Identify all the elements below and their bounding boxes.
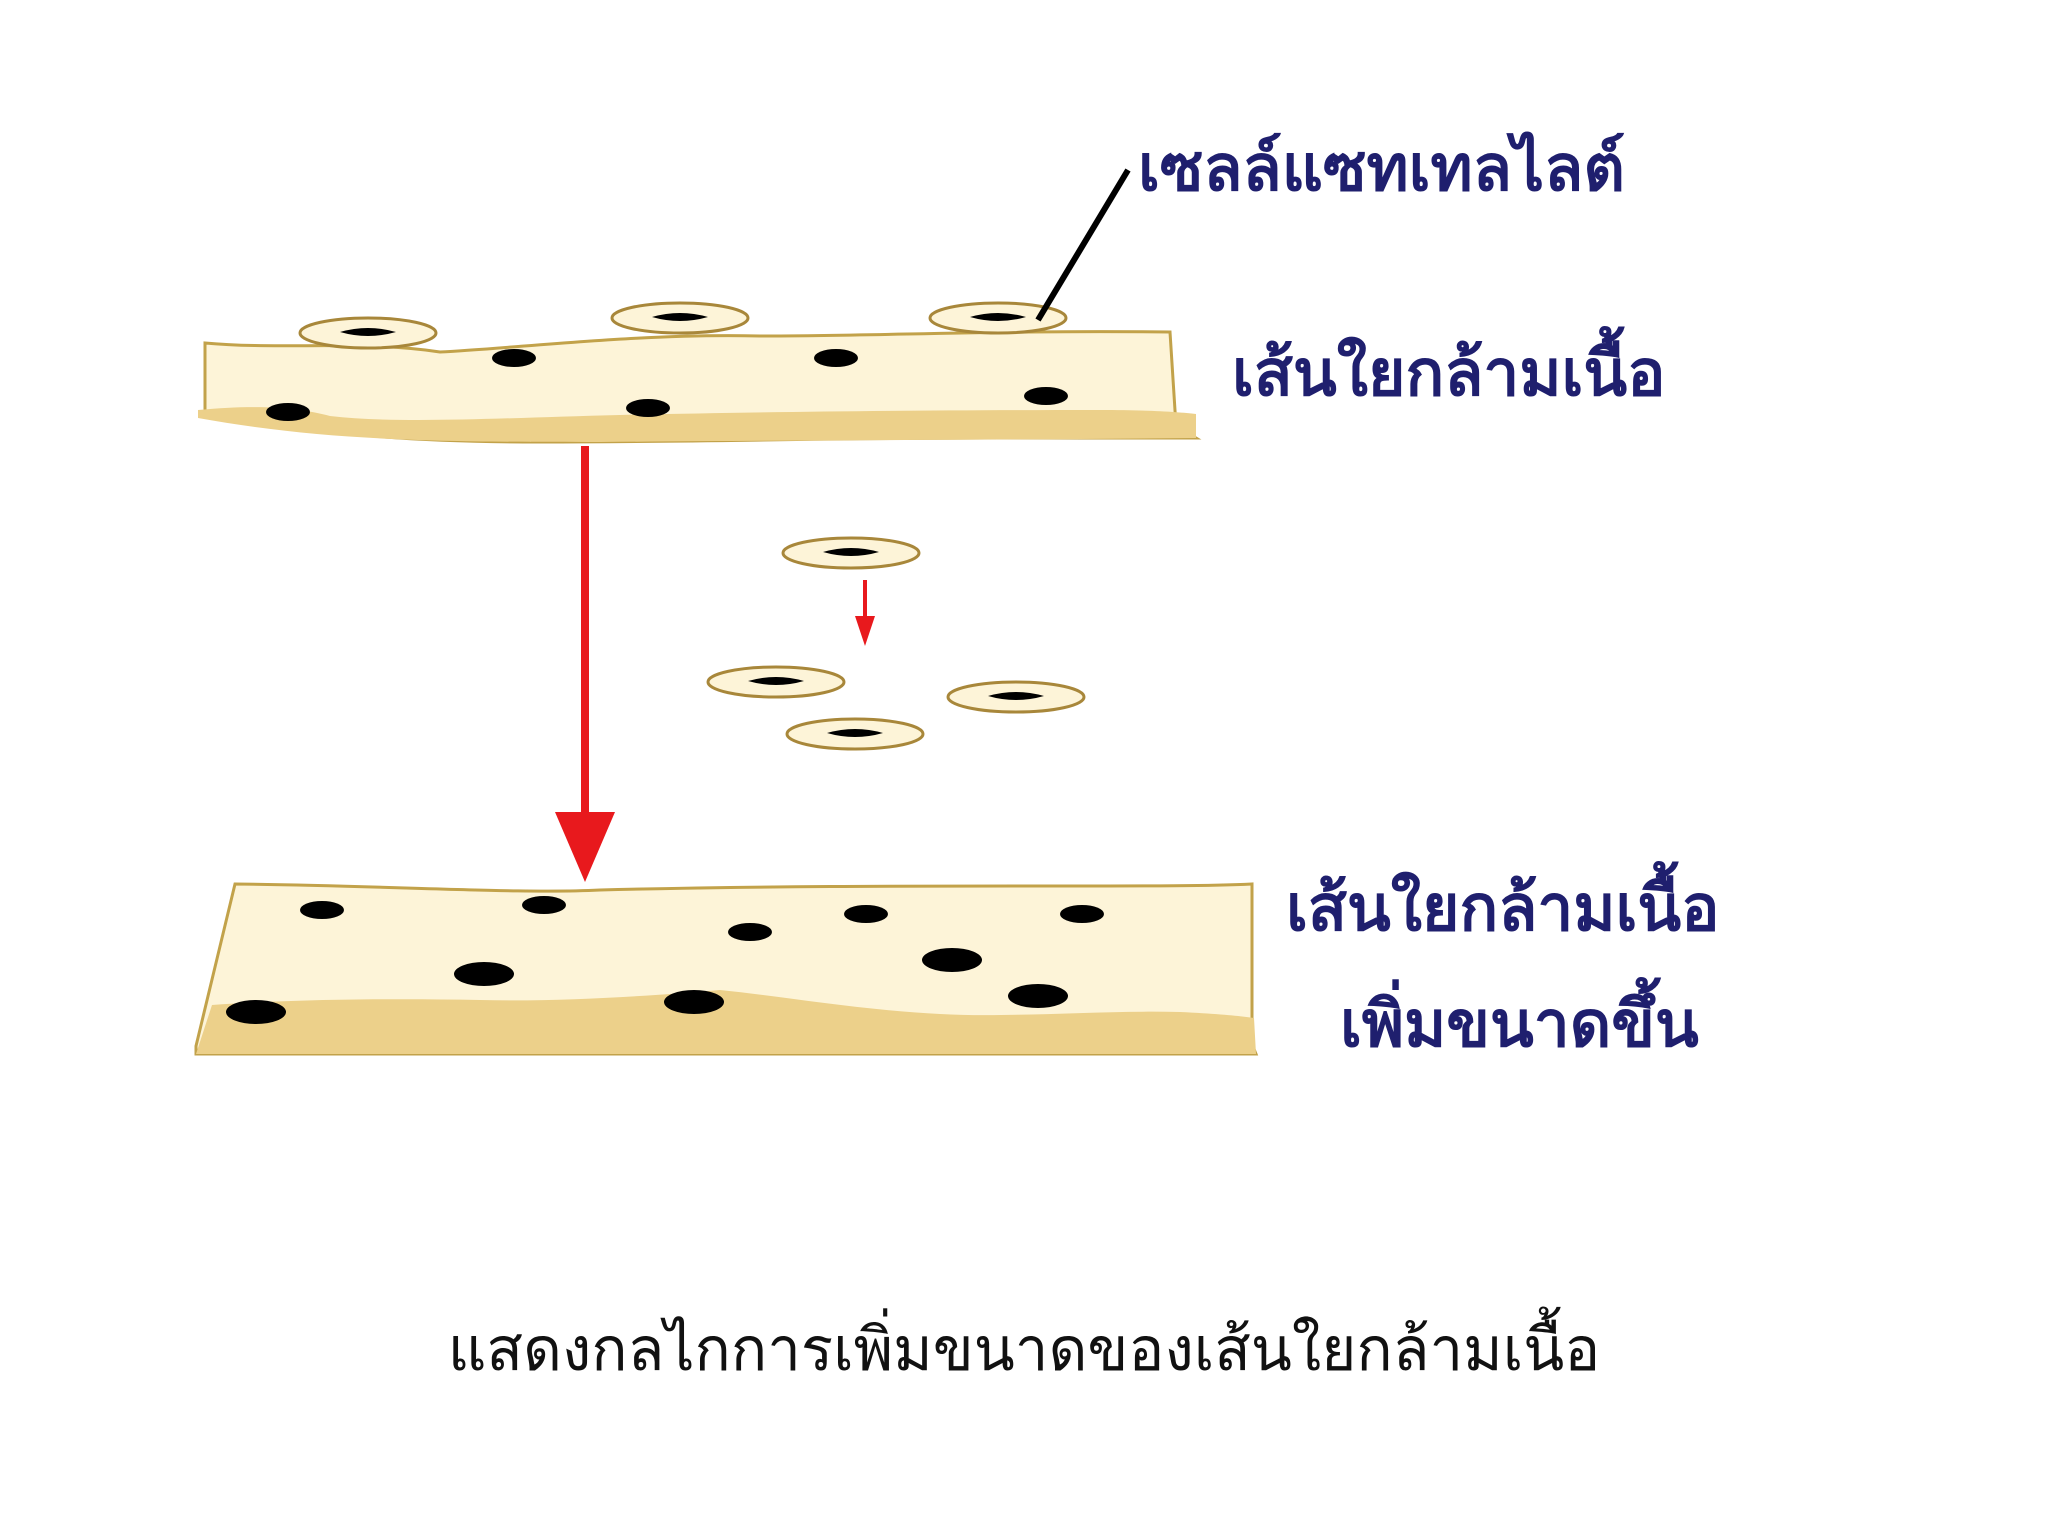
- nucleus: [522, 896, 566, 914]
- nucleus: [1024, 387, 1068, 405]
- nucleus: [492, 349, 536, 367]
- label-enlarged-fiber-line1: เส้นใยกล้ามเนื้อ: [1286, 861, 1720, 946]
- label-muscle-fiber: เส้นใยกล้ามเนื้อ: [1232, 326, 1666, 411]
- upper-fiber-edge: [198, 407, 1196, 442]
- nucleus: [626, 399, 670, 417]
- nucleus: [814, 349, 858, 367]
- satellite-cell: [946, 680, 1086, 714]
- lower-muscle-fiber: [194, 882, 1259, 1056]
- satellite-cell: [928, 301, 1068, 335]
- nucleus: [1060, 905, 1104, 923]
- label-enlarged-fiber-line2: เพิ่มขนาดขึ้น: [1340, 977, 1699, 1062]
- satellite-cell: [785, 717, 925, 751]
- nucleus: [728, 923, 772, 941]
- satellite-cell: [298, 316, 438, 350]
- label-satellite-cell: เซลล์แซทเทลไลต์: [1138, 131, 1625, 206]
- nucleus: [1008, 984, 1068, 1008]
- nucleus: [266, 403, 310, 421]
- satellite-cell: [781, 536, 921, 570]
- nucleus: [664, 990, 724, 1014]
- main-arrow: [555, 446, 615, 882]
- small-arrow: [855, 580, 875, 646]
- satellite-cell: [706, 665, 846, 699]
- nucleus: [454, 962, 514, 986]
- nucleus: [226, 1000, 286, 1024]
- lower-fiber-edge: [196, 990, 1256, 1054]
- figure-caption: แสดงกลไกการเพิ่มขนาดของเส้นใยกล้ามเนื้อ: [447, 1315, 1601, 1385]
- nucleus: [922, 948, 982, 972]
- satellite-cell-pointer: [1035, 168, 1131, 322]
- nucleus: [300, 901, 344, 919]
- upper-muscle-fiber: [198, 330, 1202, 444]
- satellite-cell: [610, 301, 750, 335]
- nucleus: [844, 905, 888, 923]
